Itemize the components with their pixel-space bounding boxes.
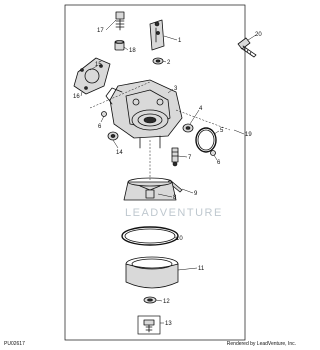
part-6-screw-right (210, 150, 216, 156)
callout-17: 17 (97, 28, 104, 34)
figure-code: PU02617 (4, 341, 25, 347)
part-7-fuel-fitting (171, 147, 179, 167)
part-5-o-ring (195, 127, 217, 153)
callout-15: 15 (95, 62, 102, 68)
callout-1: 1 (178, 38, 182, 44)
render-credit: Rendered by LeadVenture, Inc. (227, 341, 296, 347)
callout-11: 11 (198, 266, 205, 272)
part-18-needle-seat (114, 40, 125, 51)
callout-2: 2 (167, 60, 171, 66)
callout-7: 7 (188, 155, 192, 161)
callout-18: 18 (129, 48, 136, 54)
part-12-bowl-washer (143, 296, 157, 304)
callout-16: 16 (73, 94, 80, 100)
part-14-bushing (107, 131, 119, 141)
watermark: LEADVENTURE (125, 207, 223, 219)
part-11-float-bowl (125, 256, 179, 289)
callout-12: 12 (163, 299, 170, 305)
part-17-inlet-needle (115, 11, 125, 31)
callout-9: 9 (194, 191, 198, 197)
callout-8: 8 (173, 195, 177, 201)
part-1-float-bracket (149, 19, 165, 51)
assembly-line-left (89, 81, 151, 109)
callout-10: 10 (176, 236, 183, 242)
callout-20: 20 (255, 32, 262, 38)
part-20-stud-bolt (237, 37, 257, 58)
part-3-carburetor-body (105, 79, 183, 149)
callout-6-left: 6 (98, 124, 102, 130)
callout-4: 4 (199, 106, 203, 112)
assembly-line-right (175, 109, 231, 131)
assembly-frame (64, 4, 246, 341)
part-16-gasket-plate (73, 57, 111, 95)
leader-lines (80, 19, 257, 324)
callout-14: 14 (116, 150, 123, 156)
part-2-grommet (152, 57, 164, 65)
part-10-bowl-gasket (121, 226, 179, 246)
part-8-float (123, 177, 177, 201)
callout-19: 19 (245, 132, 252, 138)
part-4-washer (182, 123, 194, 133)
callout-13: 13 (165, 321, 172, 327)
carburetor-exploded-diagram: LEADVENTURE (4, 4, 296, 347)
callout-5: 5 (220, 128, 224, 134)
callout-6-right: 6 (217, 160, 221, 166)
part-6-screw-left (101, 111, 107, 117)
callout-3: 3 (174, 86, 178, 92)
part-13-bowl-screw (137, 315, 161, 335)
